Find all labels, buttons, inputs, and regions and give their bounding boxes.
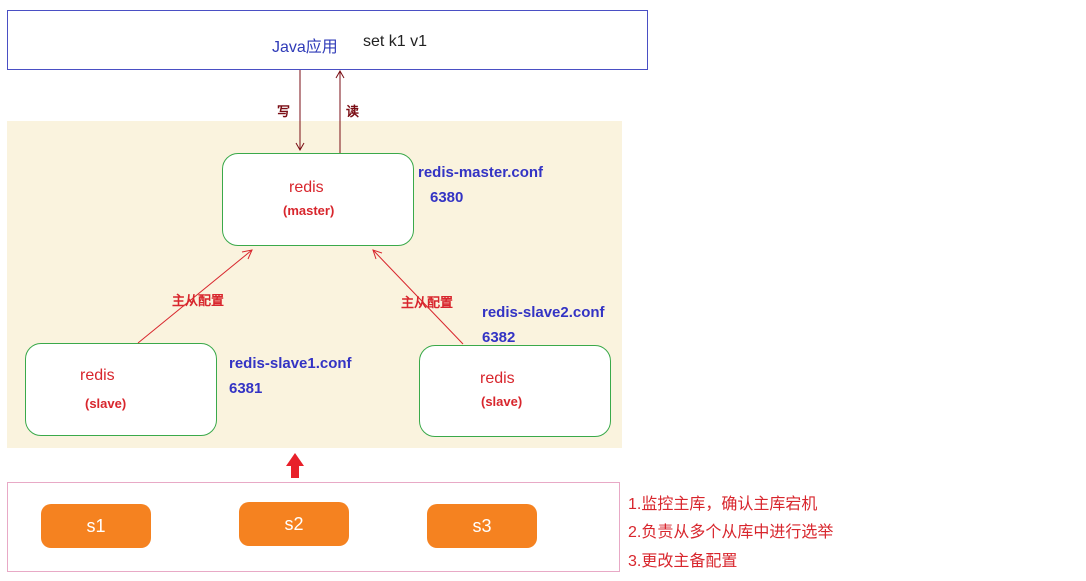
read-arrowhead-icon <box>335 69 345 79</box>
master-port: 6380 <box>430 189 464 206</box>
write-label: 写 <box>277 104 291 119</box>
redis-slave1-node <box>25 343 217 436</box>
sentinel-up-arrow-icon <box>286 453 304 478</box>
master-conf: redis-master.conf <box>418 164 544 181</box>
write-arrowhead-icon <box>295 142 305 152</box>
sentinel-s3-label: s3 <box>472 515 492 536</box>
java-app-box <box>7 10 648 70</box>
replication-label-right: 主从配置 <box>401 295 454 310</box>
slave1-port: 6381 <box>229 380 263 397</box>
slave1-name: redis <box>80 367 115 384</box>
sentinel-task-1: 1.监控主库，确认主库宕机 <box>628 496 818 513</box>
replication-label-left: 主从配置 <box>172 293 225 308</box>
sentinel-s2: s2 <box>239 502 349 546</box>
slave2-port: 6382 <box>482 329 516 346</box>
redis-slave2-node <box>419 345 611 437</box>
slave1-role: (slave) <box>85 396 127 411</box>
sentinel-s3: s3 <box>427 504 537 548</box>
slave2-name: redis <box>480 370 515 387</box>
slave2-replication-line <box>372 249 464 345</box>
slave2-conf: redis-slave2.conf <box>482 304 605 321</box>
read-label: 读 <box>346 104 360 119</box>
sentinel-s2-label: s2 <box>284 513 304 534</box>
sentinel-s1-label: s1 <box>86 515 106 536</box>
sentinel-task-3: 3.更改主备配置 <box>628 553 738 570</box>
sentinel-task-2: 2.负责从多个从库中进行选举 <box>628 524 834 541</box>
java-app-command: set k1 v1 <box>363 33 428 50</box>
java-app-label: Java应用 <box>272 39 338 56</box>
slave1-arrowhead-icon <box>241 249 253 260</box>
master-role: (master) <box>283 203 335 218</box>
slave1-replication-line <box>137 249 253 344</box>
redis-master-node <box>222 153 414 246</box>
master-name: redis <box>289 179 324 196</box>
sentinel-s1: s1 <box>41 504 151 548</box>
slave2-arrowhead-icon <box>372 249 383 260</box>
slave1-conf: redis-slave1.conf <box>229 355 352 372</box>
slave2-role: (slave) <box>481 394 523 409</box>
